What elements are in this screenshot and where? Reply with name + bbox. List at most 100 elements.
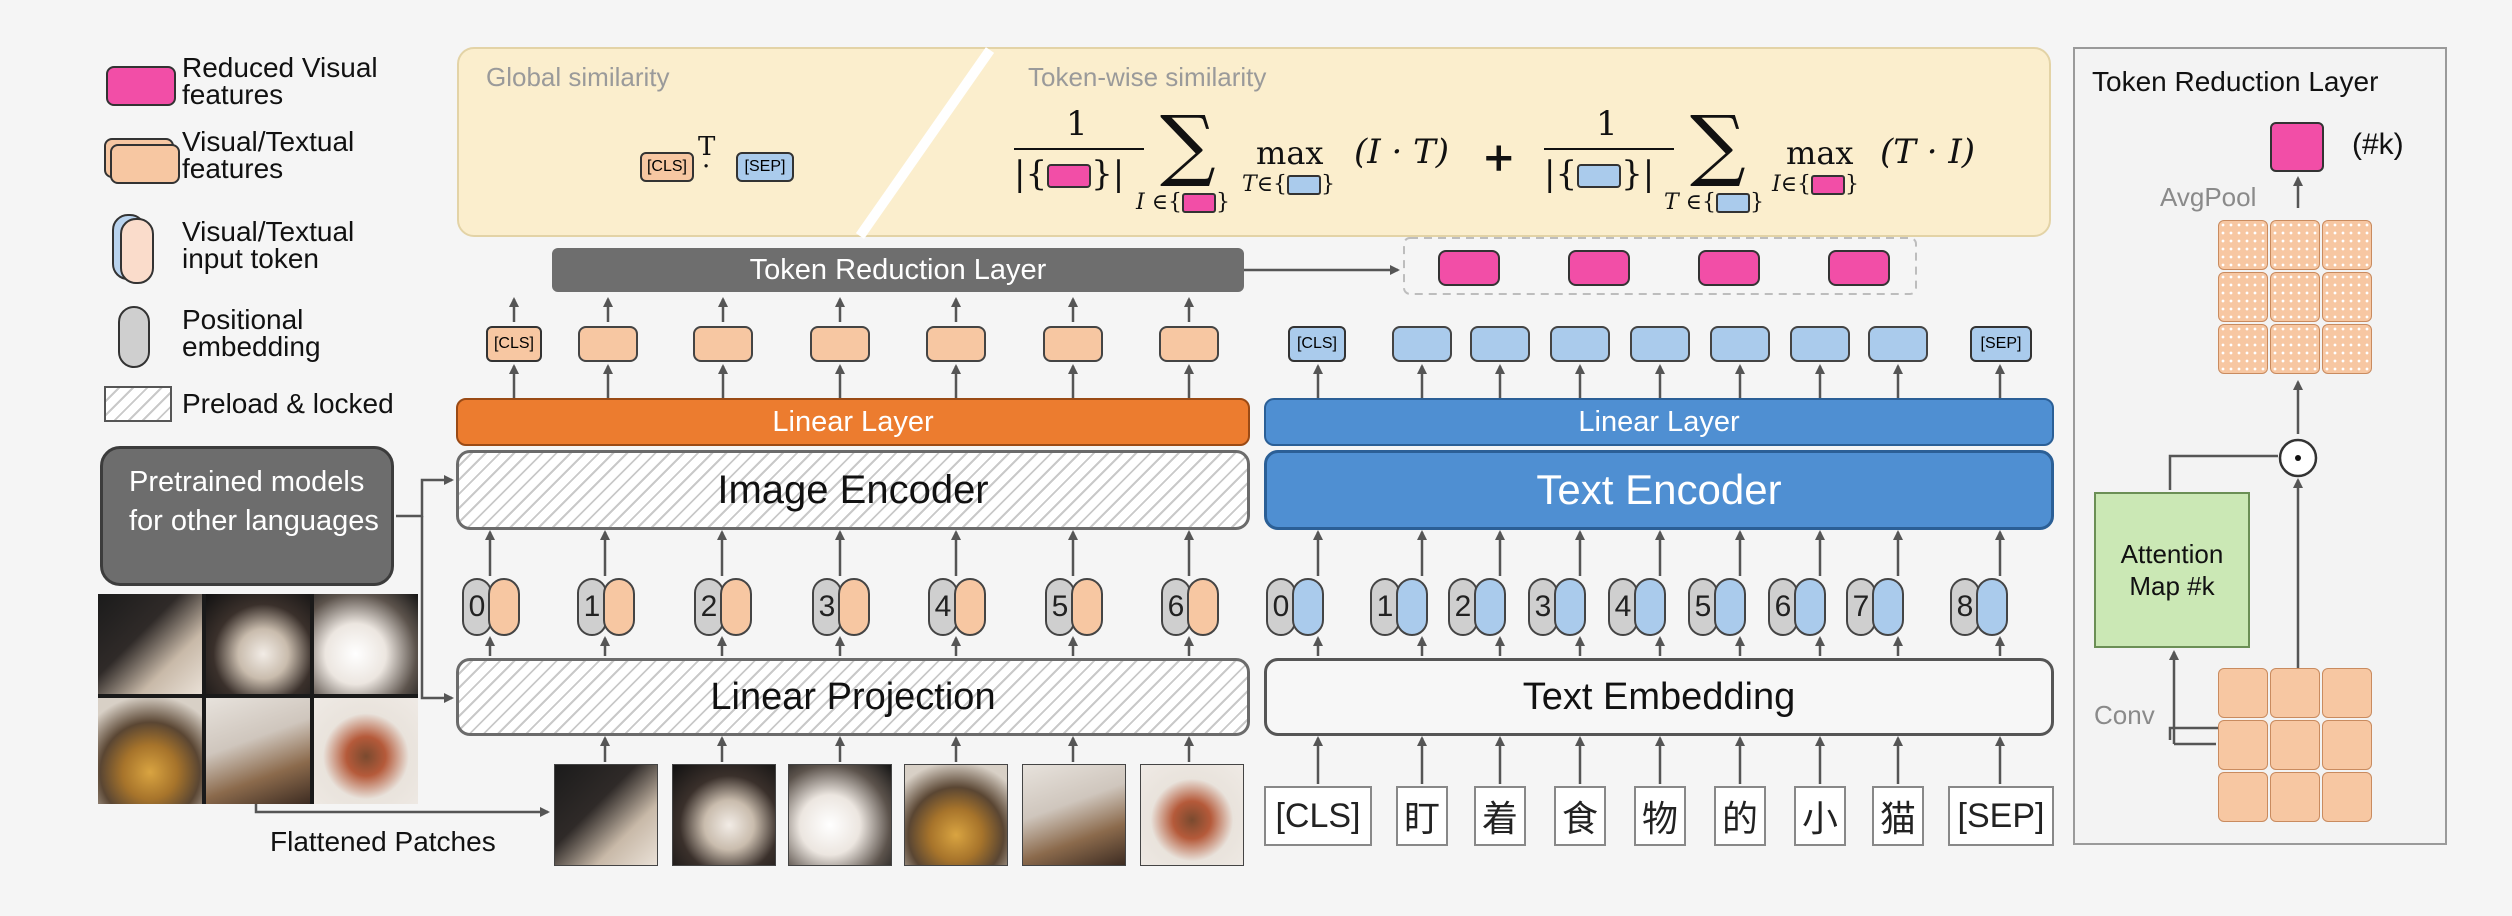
- term1-fraction-line: [1014, 148, 1144, 150]
- input-token: [1292, 578, 1324, 636]
- term2-max-sub: I∈{}: [1772, 172, 1859, 197]
- term1-max-sub: T∈{}: [1242, 172, 1335, 197]
- feature-cell: [2322, 272, 2372, 322]
- input-token: [1554, 578, 1586, 636]
- pretrained-models-box: Pretrained models for other languages: [100, 446, 394, 586]
- legend-input-token-label: Visual/Textual input token: [182, 216, 355, 274]
- legend-reduced-visual-label: Reduced Visual features: [182, 52, 378, 110]
- image-feature: [926, 326, 986, 362]
- text-linear-layer: Linear Layer: [1264, 398, 2054, 446]
- feature-cell: [2322, 772, 2372, 822]
- plus-sign: +: [1482, 134, 1516, 181]
- text-feature: [1790, 326, 1850, 362]
- input-token: [1187, 578, 1219, 636]
- attention-map-label: Attention Map #k: [2120, 539, 2224, 601]
- linear-projection: Linear Projection: [456, 658, 1250, 736]
- term1-max: max: [1256, 134, 1324, 172]
- text-encoder: Text Encoder: [1264, 450, 2054, 530]
- term2-sum-sub: T ∈{}: [1664, 190, 1764, 215]
- preload-locked-swatch: [104, 386, 172, 422]
- term1-sum-sub: I ∈{}: [1136, 190, 1230, 215]
- image-linear-layer: Linear Layer: [456, 398, 1250, 446]
- tokenwise-term-1: 1 |{}| ∑ I ∈{} max T∈{} (I · T): [1010, 100, 1480, 234]
- global-similarity-formula: [CLS] T · [SEP]: [638, 130, 828, 186]
- positional-embedding: 3: [1528, 578, 1558, 636]
- positional-embedding: 5: [1045, 578, 1075, 636]
- reduced-feature: [1698, 250, 1760, 286]
- feature-cell: [2270, 668, 2320, 718]
- feature-cell: [2218, 772, 2268, 822]
- patch-5: [1022, 764, 1126, 866]
- reduced-feature: [1828, 250, 1890, 286]
- reduced-visual-swatch: [106, 66, 176, 106]
- input-token: [1071, 578, 1103, 636]
- text-sep-feature: [SEP]: [1970, 326, 2032, 362]
- positional-embedding: 3: [812, 578, 842, 636]
- term1-denominator: |{}|: [1014, 154, 1125, 194]
- text-feature: [1392, 326, 1452, 362]
- image-feature: [1043, 326, 1103, 362]
- image-encoder: Image Encoder: [456, 450, 1250, 530]
- k-label: (#k): [2352, 128, 2404, 161]
- term2-sum: ∑: [1690, 100, 1746, 190]
- positional-embedding: 0: [1266, 578, 1296, 636]
- term1-product: (I · T): [1354, 132, 1450, 172]
- cls-token-chip: [CLS]: [640, 152, 694, 182]
- input-char: 盯: [1396, 786, 1448, 846]
- global-similarity-title: Global similarity: [486, 62, 670, 92]
- image-feature: [578, 326, 638, 362]
- input-char: 着: [1474, 786, 1526, 846]
- token-reduction-panel-title: Token Reduction Layer: [2092, 66, 2379, 97]
- input-char: 食: [1554, 786, 1606, 846]
- feature-cell: [2270, 272, 2320, 322]
- positional-swatch: [118, 306, 150, 368]
- input-token: [1872, 578, 1904, 636]
- legend: Reduced Visual features Visual/Textual f…: [100, 50, 440, 430]
- positional-embedding: 6: [1768, 578, 1798, 636]
- patch-2: [672, 764, 776, 866]
- attention-map-box: Attention Map #k: [2094, 492, 2250, 648]
- image-feature: [810, 326, 870, 362]
- input-token: [838, 578, 870, 636]
- input-token-swatch: [120, 218, 154, 284]
- input-token: [1634, 578, 1666, 636]
- reduced-feature: [1438, 250, 1500, 286]
- patch-3: [788, 764, 892, 866]
- feature-cell: [2218, 220, 2268, 270]
- transpose-mark: T: [698, 132, 716, 162]
- reduced-features-box: [1403, 237, 1917, 295]
- input-token: [1976, 578, 2008, 636]
- visual-textual-swatch: [110, 144, 180, 184]
- legend-preload-label: Preload & locked: [182, 388, 394, 419]
- feature-cell: [2270, 220, 2320, 270]
- dot-mark: ·: [702, 152, 711, 182]
- input-token: [1714, 578, 1746, 636]
- term2-product: (T · I): [1880, 132, 1976, 172]
- input-token: [488, 578, 520, 636]
- patch-1: [554, 764, 658, 866]
- text-embedding: Text Embedding: [1264, 658, 2054, 736]
- text-feature: [1710, 326, 1770, 362]
- conv-label: Conv: [2094, 700, 2155, 730]
- input-token: [1396, 578, 1428, 636]
- input-char: 物: [1634, 786, 1686, 846]
- pretrained-models-label: Pretrained models for other languages: [129, 466, 379, 537]
- input-token: [954, 578, 986, 636]
- term2-denominator: |{}|: [1544, 154, 1655, 194]
- text-feature: [1470, 326, 1530, 362]
- input-sep-text: [SEP]: [1948, 786, 2054, 846]
- input-token: [1474, 578, 1506, 636]
- feature-cell: [2322, 720, 2372, 770]
- reduced-output-token: [2270, 122, 2324, 172]
- feature-cell: [2270, 720, 2320, 770]
- positional-embedding: 6: [1161, 578, 1191, 636]
- feature-cell: [2270, 324, 2320, 374]
- feature-cell: [2322, 324, 2372, 374]
- term2-fraction-line: [1544, 148, 1674, 150]
- image-feature: [1159, 326, 1219, 362]
- feature-cell: [2218, 668, 2268, 718]
- legend-visual-textual-label: Visual/Textual features: [182, 126, 355, 184]
- input-char: 的: [1714, 786, 1766, 846]
- term1-sum: ∑: [1160, 100, 1216, 190]
